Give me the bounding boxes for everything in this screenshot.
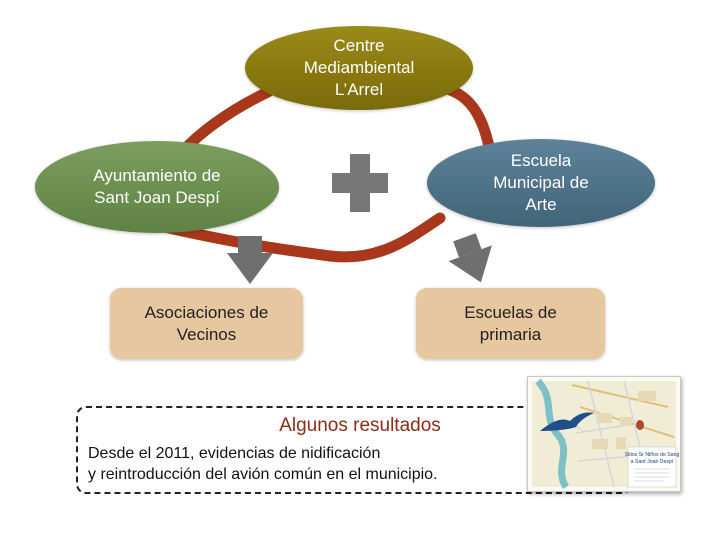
brochure-title-1: Sitios Sr Niños de Sang [625,452,680,458]
node-asociaciones-shape [110,288,303,359]
node-asociaciones-line-2: Vecinos [176,324,237,344]
results-line-1: Desde el 2011, evidencias de nidificació… [88,445,381,462]
node-ayuntamiento-line-2: Sant Joan Despí [94,188,220,207]
node-escuela-arte-line-1: Escuela [510,151,572,171]
node-escuela-arte-shape [427,139,655,227]
node-ayuntamiento-label: Ayuntamiento de Sant Joan Despí [45,160,269,214]
node-asociaciones-label: Asociaciones de Vecinos [110,288,303,359]
connector-bottom-curve [154,212,446,263]
node-asociaciones-line-1: Asociaciones de [144,302,269,322]
node-centre-line-1: Centre [333,36,385,56]
brochure-image: Sitios Sr Niños de Sang a Sant Joan Desp… [527,376,681,492]
brochure-title-2: a Sant Joan Despí [631,459,674,465]
node-escuelas-primaria-line-1: Escuelas de [464,302,557,322]
arrow-down-right-icon [448,233,492,283]
results-line-2: y reintroducción del avión común en el m… [88,465,438,483]
node-ayuntamiento-line-1: Ayuntamiento de [93,166,221,186]
node-ayuntamiento-shape [35,141,279,233]
node-centre-line-3: L’Arrel [334,79,384,99]
node-escuelas-primaria-line-2: primaria [479,324,542,344]
plus-icon [332,154,388,212]
node-escuela-arte-line-2: Municipal de [493,173,589,193]
bird-icon [540,412,594,433]
node-escuelas-primaria-shape [416,288,605,359]
results-body: Desde el 2011, evidencias de nidificació… [88,444,548,486]
connector-centre-to-arte [444,84,496,156]
node-centre-line-2: Mediambiental [303,58,415,78]
node-escuela-arte-line-3: Arte [525,194,557,214]
node-centre-shape [245,26,473,110]
results-title: Algunos resultados [279,415,441,436]
brochure-map: Sitios Sr Niños de Sang a Sant Joan Desp… [528,377,680,491]
node-escuela-arte-label: Escuela Municipal de Arte [440,145,642,221]
arrow-down-left-icon [227,236,273,284]
node-centre-label: Centre Mediambiental L’Arrel [249,30,469,106]
node-escuelas-primaria-label: Escuelas de primaria [416,288,605,359]
